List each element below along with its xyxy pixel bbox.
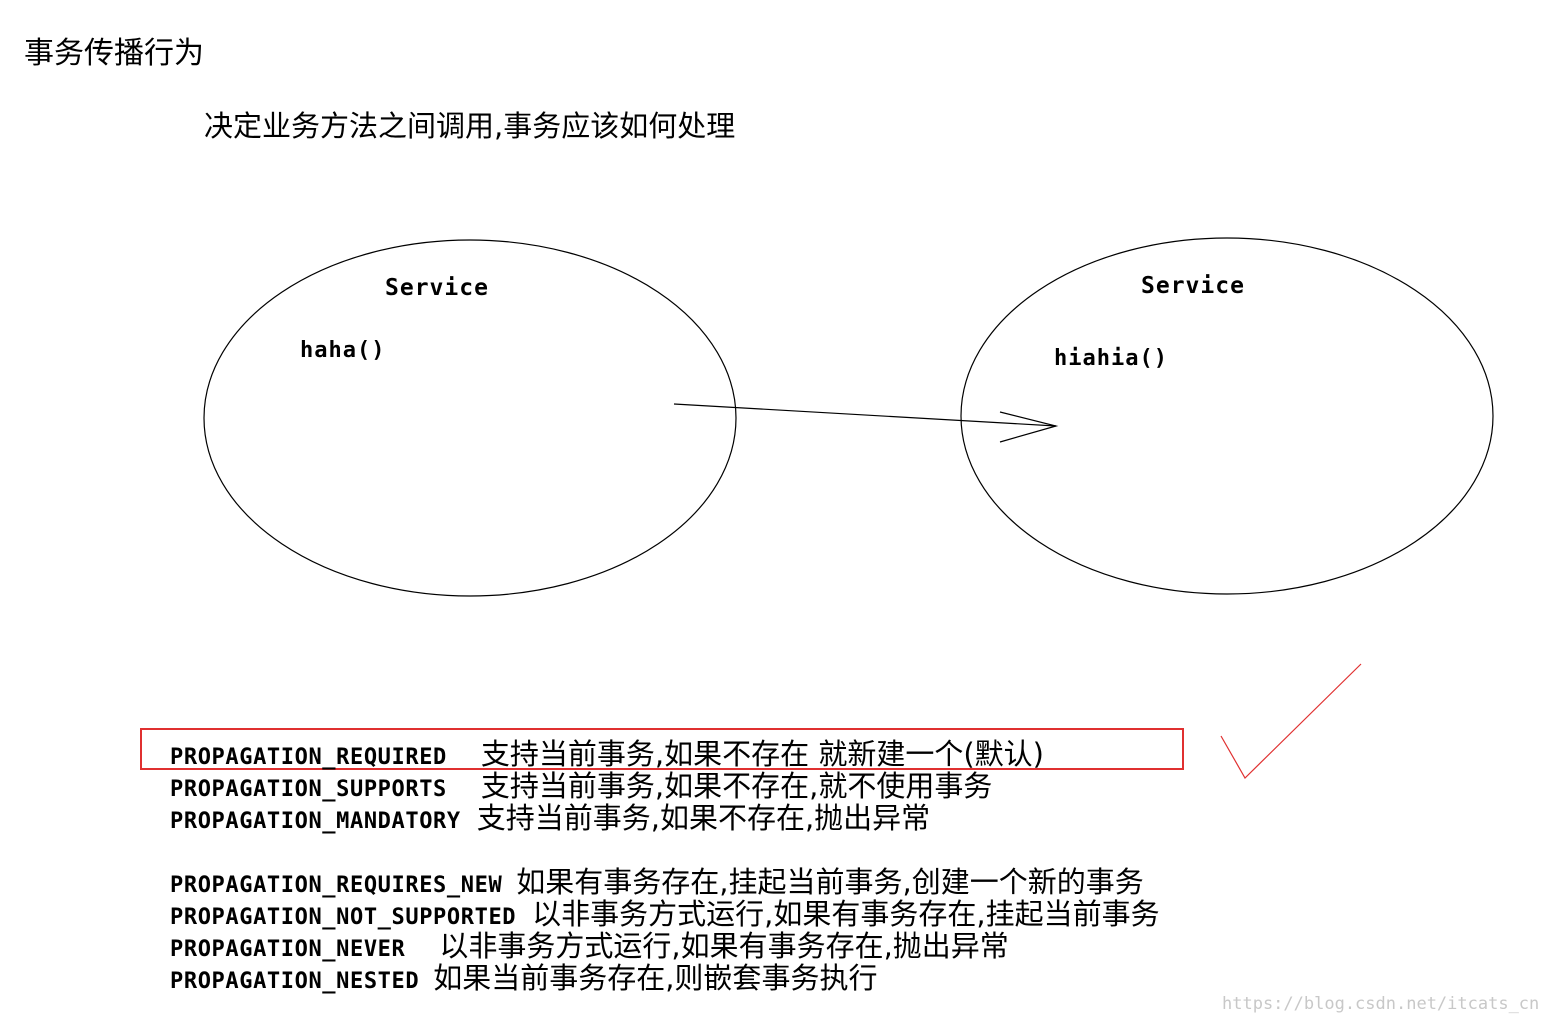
propagation-description: 以非事务方式运行,如果有事务存在,抛出异常 <box>439 929 1009 963</box>
propagation-row-required: PROPAGATION_REQUIRED 支持当前事务,如果不存在 就新建一个(默… <box>170 738 1044 770</box>
page-subtitle: 决定业务方法之间调用,事务应该如何处理 <box>204 109 736 143</box>
left-service-node: Service haha() <box>203 239 737 597</box>
right-service-method: hiahia() <box>1054 346 1168 371</box>
propagation-row-nested: PROPAGATION_NESTED 如果当前事务存在,则嵌套事务执行 <box>170 962 877 994</box>
right-service-label: Service <box>1141 273 1245 299</box>
left-service-label: Service <box>385 275 489 301</box>
right-service-node: Service hiahia() <box>960 237 1494 595</box>
propagation-description: 支持当前事务,如果不存在 就新建一个(默认) <box>480 737 1044 771</box>
page-title: 事务传播行为 <box>24 36 204 71</box>
propagation-description: 如果当前事务存在,则嵌套事务执行 <box>433 961 878 995</box>
default-propagation-highlight <box>140 728 1184 770</box>
propagation-name: PROPAGATION_NEVER <box>170 937 406 962</box>
checkmark-icon <box>1220 663 1362 779</box>
propagation-name: PROPAGATION_REQUIRED <box>170 745 447 770</box>
propagation-name: PROPAGATION_NESTED <box>170 969 420 994</box>
propagation-row-never: PROPAGATION_NEVER 以非事务方式运行,如果有事务存在,抛出异常 <box>170 930 1009 962</box>
propagation-description: 以非事务方式运行,如果有事务存在,挂起当前事务 <box>532 897 1160 931</box>
propagation-name: PROPAGATION_MANDATORY <box>170 809 461 834</box>
propagation-description: 支持当前事务,如果不存在,就不使用事务 <box>480 769 993 803</box>
right-service-ellipse <box>960 237 1494 595</box>
propagation-row-not-supported: PROPAGATION_NOT_SUPPORTED 以非事务方式运行,如果有事务存… <box>170 898 1160 930</box>
propagation-description: 如果有事务存在,挂起当前事务,创建一个新的事务 <box>516 865 1144 899</box>
propagation-name: PROPAGATION_SUPPORTS <box>170 777 447 802</box>
left-service-method: haha() <box>300 338 385 363</box>
propagation-name: PROPAGATION_REQUIRES_NEW <box>170 873 503 898</box>
propagation-description: 支持当前事务,如果不存在,抛出异常 <box>476 801 931 835</box>
watermark: https://blog.csdn.net/itcats_cn <box>1222 994 1540 1014</box>
propagation-row-supports: PROPAGATION_SUPPORTS 支持当前事务,如果不存在,就不使用事务 <box>170 770 992 802</box>
arrow-right-icon <box>673 403 1059 443</box>
propagation-row-mandatory: PROPAGATION_MANDATORY 支持当前事务,如果不存在,抛出异常 <box>170 802 930 834</box>
propagation-name: PROPAGATION_NOT_SUPPORTED <box>170 905 517 930</box>
left-service-ellipse <box>203 239 737 597</box>
propagation-row-requires-new: PROPAGATION_REQUIRES_NEW 如果有事务存在,挂起当前事务,创… <box>170 866 1144 898</box>
